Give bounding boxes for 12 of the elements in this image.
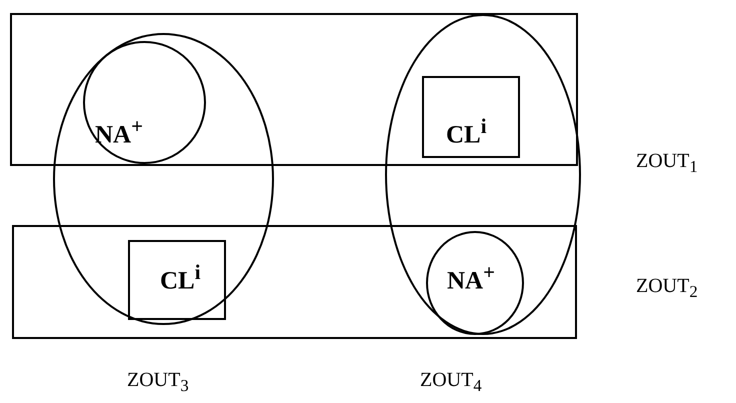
region-label: ZOUT$_{2}$: [636, 276, 698, 301]
circle-shape: [426, 231, 524, 335]
region-label: ZOUT$_{4}$: [420, 370, 482, 395]
circle-shape: [83, 41, 206, 164]
square-shape: [422, 76, 520, 158]
ion-label: CL$^{i}$: [160, 262, 201, 294]
ion-label: NA$^{+}$: [447, 262, 495, 294]
ion-label: CL$^{i}$: [446, 116, 487, 148]
region-label: ZOUT$_{1}$: [636, 151, 698, 176]
region-label: ZOUT$_{3}$: [127, 370, 189, 395]
square-shape: [128, 240, 226, 320]
ion-label: NA$^{+}$: [95, 116, 143, 148]
